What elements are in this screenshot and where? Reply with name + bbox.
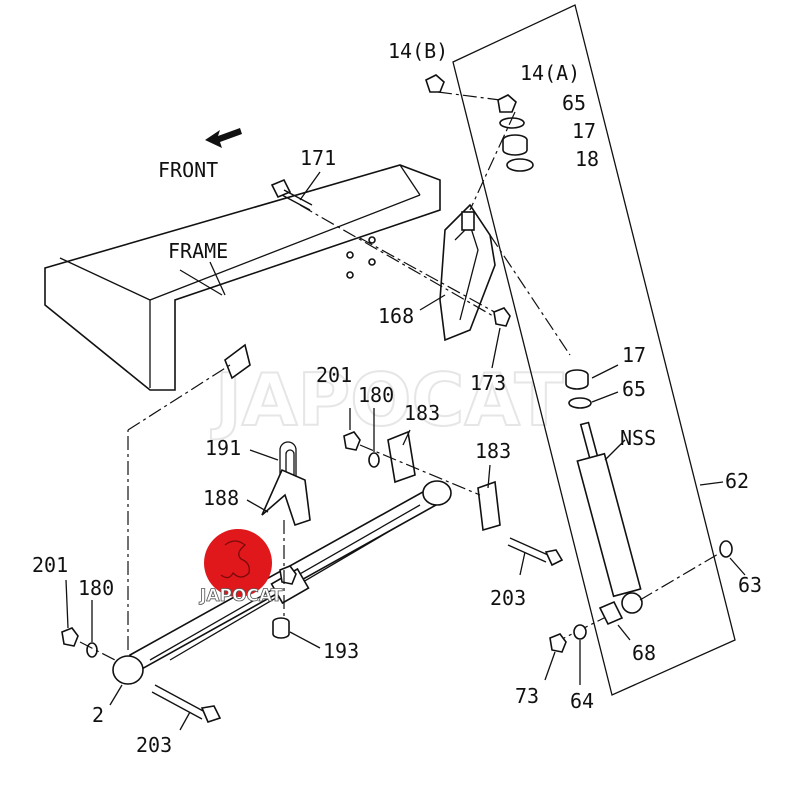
bolt-171 (270, 178, 313, 211)
callout-14a: 14(A) (520, 61, 580, 85)
callout-201-mid: 201 (316, 363, 352, 387)
logo-text: JAPOCAT (199, 586, 283, 606)
callout-63: 63 (738, 573, 762, 597)
callout-180-left: 180 (78, 576, 114, 600)
callout-193: 193 (323, 639, 359, 663)
callout-188: 188 (203, 486, 239, 510)
callout-64: 64 (570, 689, 594, 713)
callout-183-a: 183 (404, 401, 440, 425)
front-label: FRONT (158, 158, 218, 182)
bolt-203-mid (507, 537, 564, 567)
front-arrow-icon (205, 128, 242, 148)
nut-73 (549, 633, 567, 653)
spring-hanger-bracket (439, 203, 496, 342)
callout-203-bottom: 203 (136, 733, 172, 757)
leader-lines (65, 261, 746, 731)
nut-201-mid (343, 431, 361, 451)
callout-191: 191 (205, 436, 241, 460)
shackle-plate-183a (387, 430, 416, 484)
washer-180-mid (368, 452, 380, 468)
callout-68: 68 (632, 641, 656, 665)
callout-171: 171 (300, 146, 336, 170)
u-bolt-191 (279, 441, 297, 480)
callout-17-mid: 17 (622, 343, 646, 367)
callout-nss: NSS (620, 426, 656, 450)
frame-label: FRAME (168, 239, 228, 263)
callout-2: 2 (92, 703, 104, 727)
spring-pad-188 (261, 468, 311, 527)
callout-168: 168 (378, 304, 414, 328)
callout-18: 18 (575, 147, 599, 171)
shock-absorber (576, 421, 643, 614)
washer-63 (719, 540, 733, 558)
callout-73: 73 (515, 684, 539, 708)
shackle-plate-183b (477, 480, 501, 532)
bushing-18 (506, 158, 534, 172)
callout-62: 62 (725, 469, 749, 493)
callout-14b: 14(B) (388, 39, 448, 63)
callout-201-left: 201 (32, 553, 68, 577)
nut-193 (272, 617, 290, 639)
washer-180-left (86, 642, 98, 658)
frame-rail (44, 164, 441, 391)
nut-201-left (61, 627, 79, 647)
leader-62 (699, 481, 724, 486)
japocat-logo: JAPOCAT (199, 529, 283, 606)
callout-203-mid: 203 (490, 586, 526, 610)
logo-circle (204, 529, 272, 597)
watermark: JAPOCAT (210, 358, 564, 442)
logo-emblem-icon (220, 540, 250, 579)
washer-65-mid (568, 397, 592, 409)
callout-65-mid: 65 (622, 377, 646, 401)
bushing-17-mid (565, 369, 589, 390)
nut-173 (493, 307, 511, 327)
callout-173: 173 (470, 371, 506, 395)
washer-64 (573, 624, 587, 640)
callout-17-top: 17 (572, 119, 596, 143)
bolt-203-bottom (151, 684, 222, 723)
bushing-17-top (502, 134, 528, 156)
callout-180-mid: 180 (358, 383, 394, 407)
callout-65-top: 65 (562, 91, 586, 115)
callout-183-b: 183 (475, 439, 511, 463)
nut-14b (425, 74, 445, 93)
bushing-68 (598, 600, 624, 626)
assembly-outline-62 (452, 4, 736, 696)
nut-14a (497, 94, 517, 113)
